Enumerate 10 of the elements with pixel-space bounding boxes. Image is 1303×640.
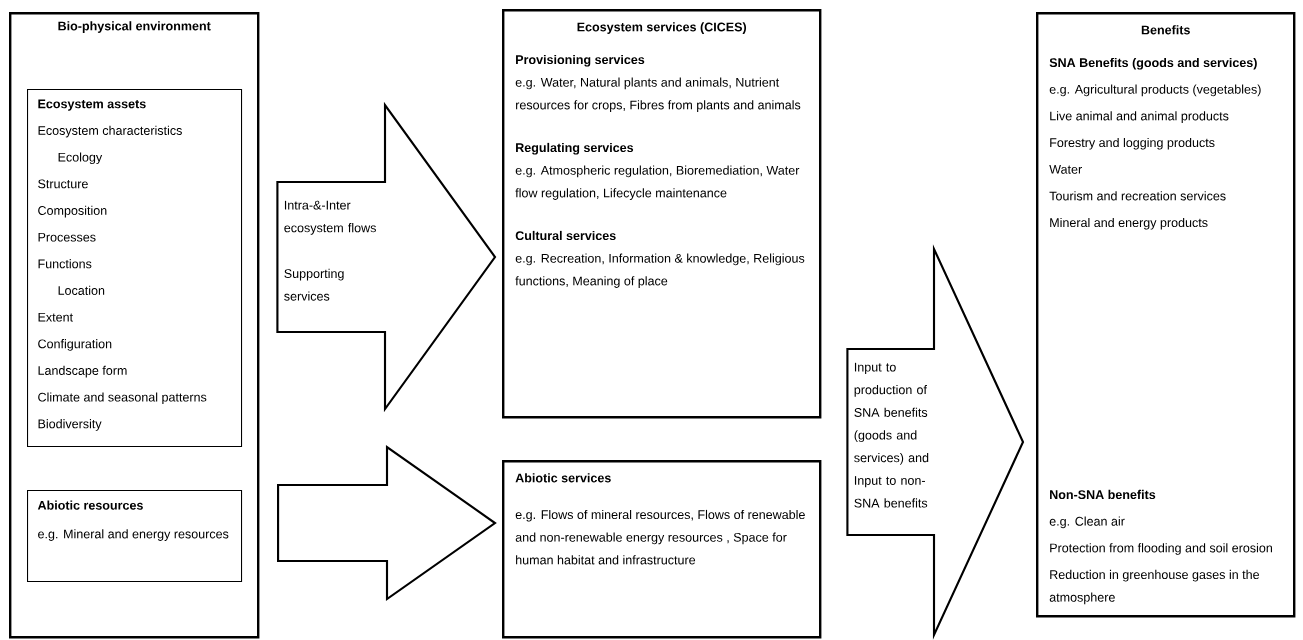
list-box: Ecosystem assets Ecosystem characteristics Ecology Structure Composition Processes Functions Location Extent Configuration Landscape form Climate and seasonal patterns Biodiversity bbox=[27, 89, 243, 448]
edge-label: Intra-&-Inter ecosystem flows bbox=[283, 200, 384, 235]
block-arrow bbox=[277, 444, 497, 602]
arrow-note: Supporting services bbox=[284, 268, 344, 301]
benefits-box: Benefits SNA Benefits (goods and services) e.g. Agricultural products (vegetables) Live animal and animal products Forestry and logging products Water Tourism and recreation services Mineral and energy products Non-SNA benefits e.g. Clean air Protection from flooding and soil erosion Reduction in greenhouse gases in the atmosphere bbox=[1036, 12, 1296, 618]
list-box: Abiotic resources e.g. Mineral and energy resources bbox=[27, 490, 243, 583]
block-arrow bbox=[276, 101, 497, 413]
services-box: Abiotic services e.g. Flows of mineral resources, Flows of renewable and non-renewable energy resources , Space for human habitat and infrastructure bbox=[502, 460, 822, 639]
services-box: Ecosystem services (CICES) Provisioning services e.g. Water, Natural plants and animals, Nutrient resources for crops, Fibres from plants and animals Regulating services e.g. Atmospheric regulation, Bioremediation, Water flow regulation, Lifecycle maintenance Cultural services e.g. Recreation, Information & knowledge, Religious functions, Meaning of place bbox=[502, 9, 822, 419]
edge-label: Input to production of SNA benefits (goods and services) and Input to non-SNA benefits bbox=[853, 362, 938, 508]
